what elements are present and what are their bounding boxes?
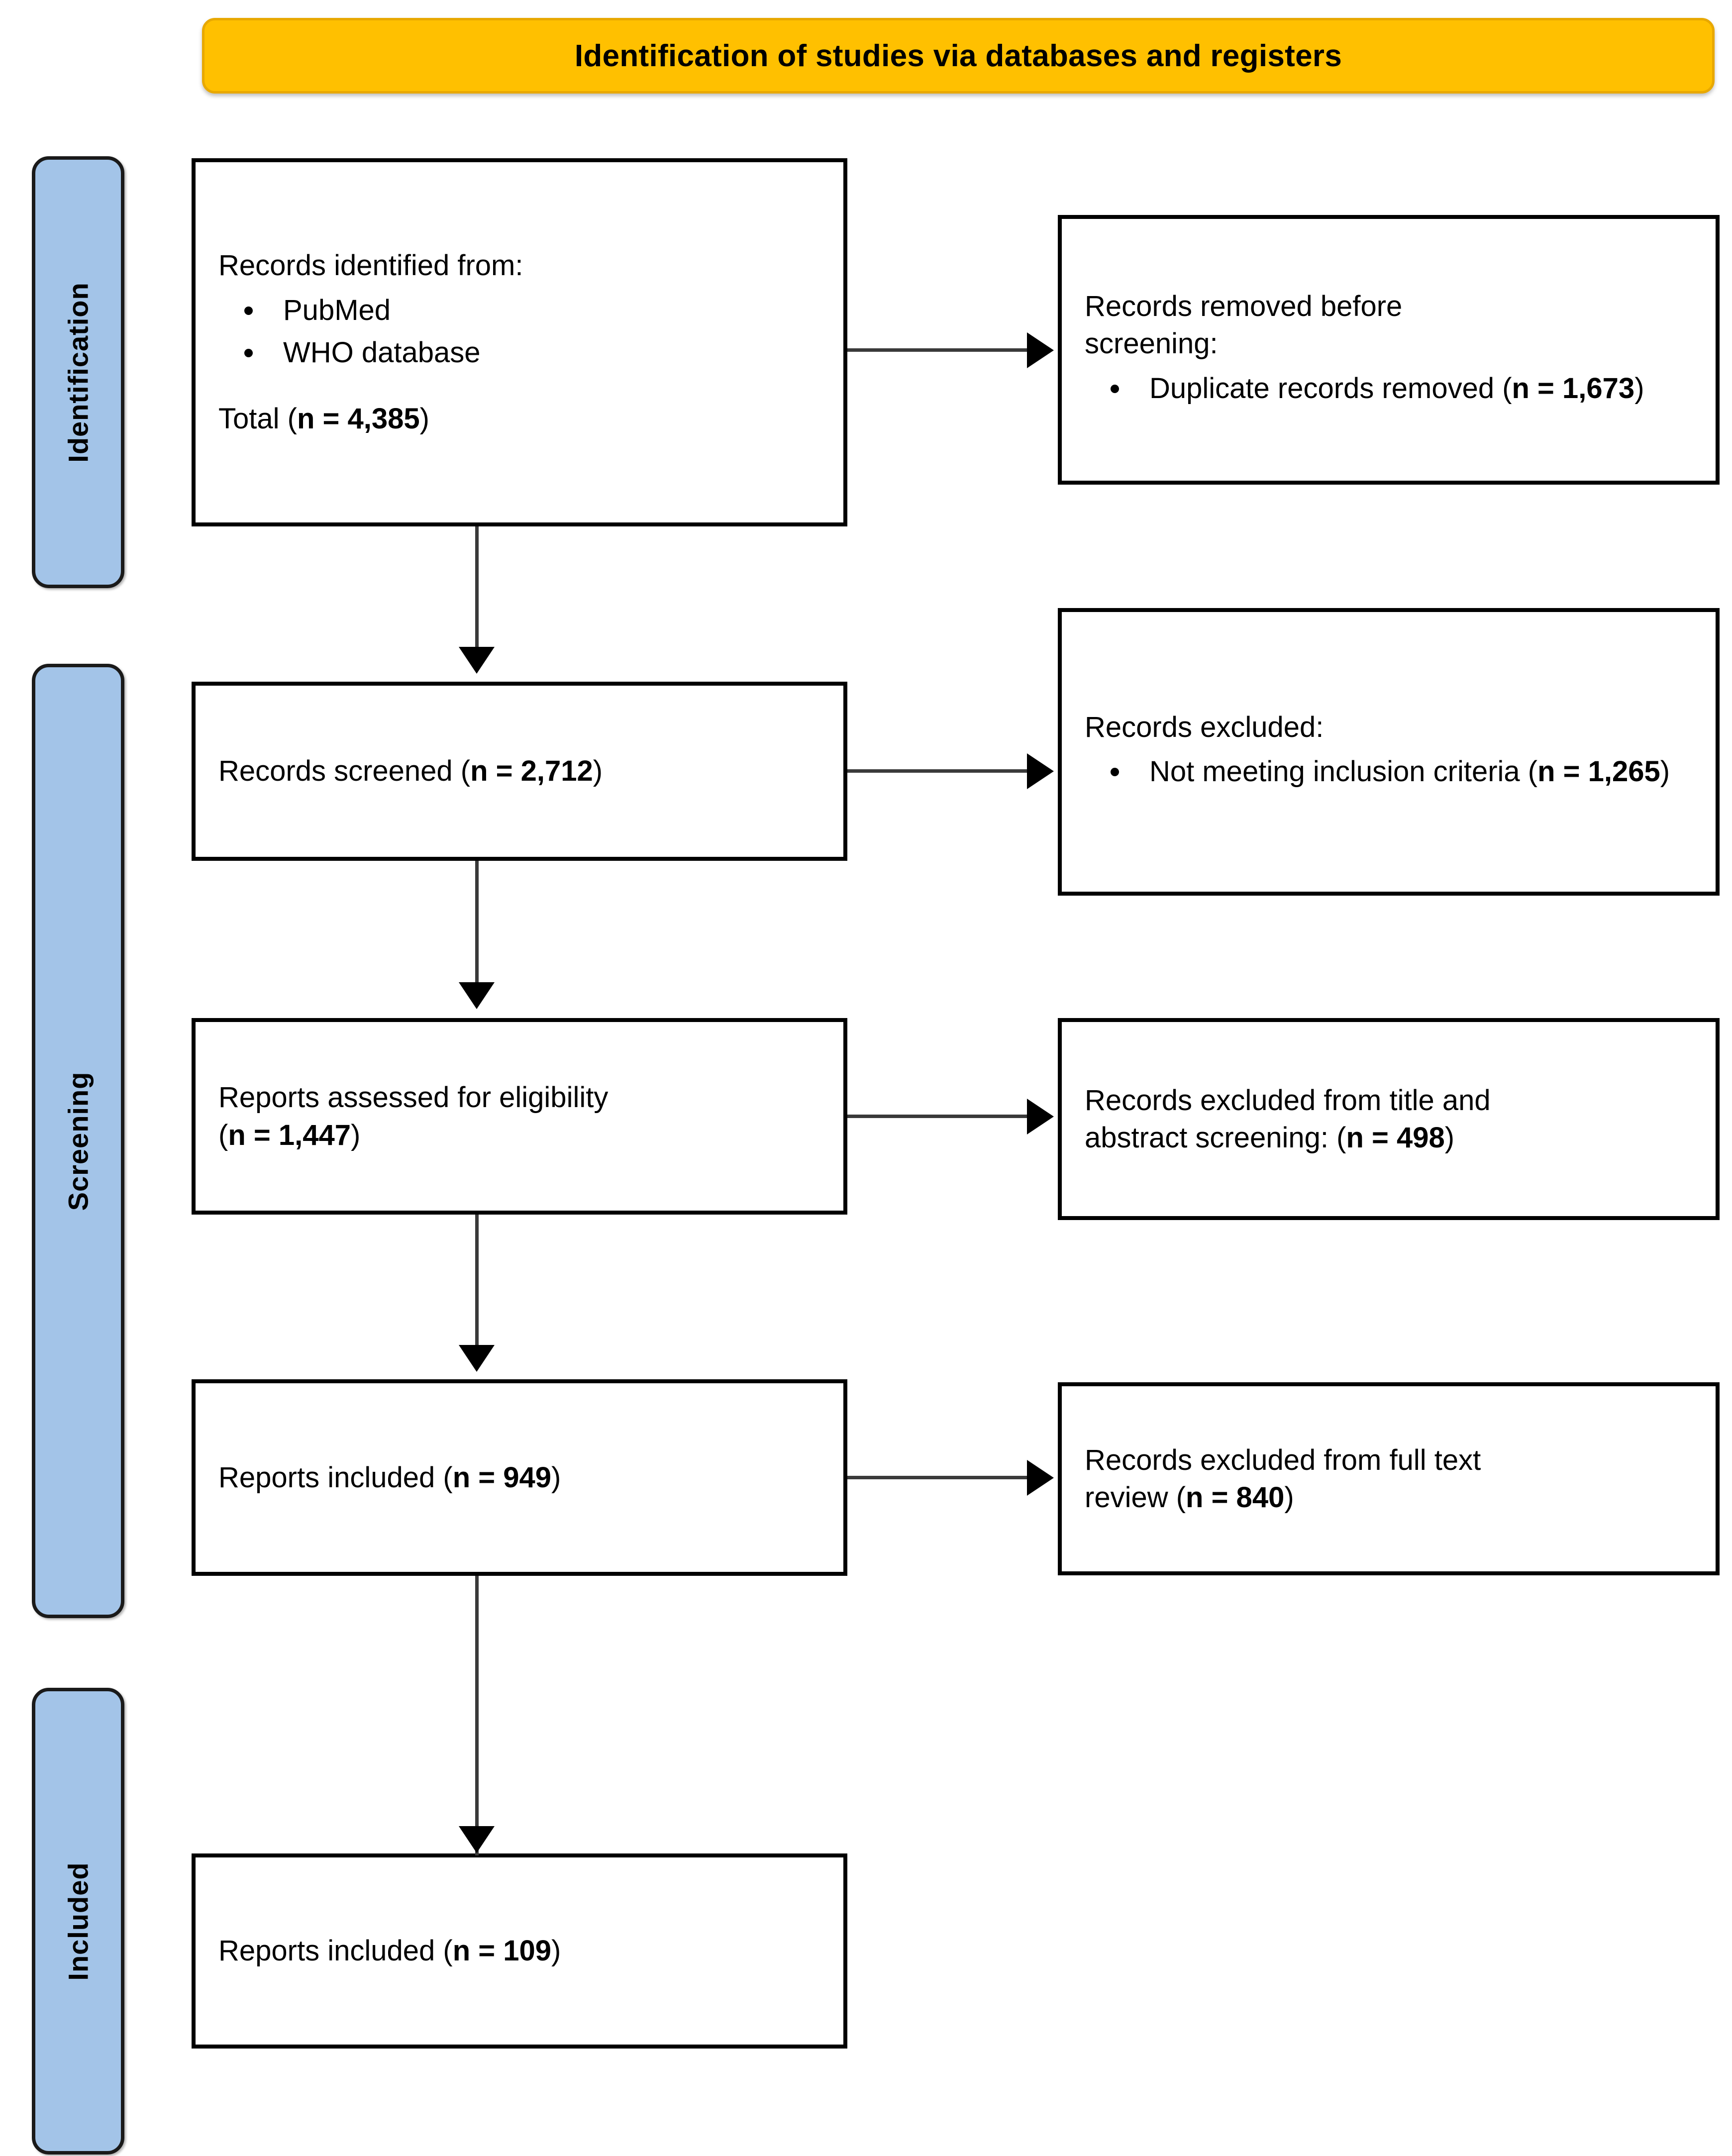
identified-total: Total (n = 4,385) [218, 400, 820, 437]
identified-source-list: PubMed WHO database [218, 292, 820, 377]
reports-included-value: n = 949 [452, 1461, 551, 1494]
box-reports-included: Reports included (n = 949) [192, 1379, 847, 1576]
spacer [218, 376, 820, 400]
diagram-title: Identification of studies via databases … [574, 38, 1342, 73]
stage-label-screening: Screening [32, 664, 124, 1618]
total-value: n = 4,385 [297, 403, 420, 435]
reason-value: n = 1,265 [1537, 755, 1660, 788]
excluded-title-prefix: abstract screening: ( [1085, 1122, 1346, 1154]
arrow-down-icon [459, 1345, 495, 1372]
eligibility-value: n = 1,447 [228, 1119, 351, 1151]
box-records-excluded: Records excluded: Not meeting inclusion … [1058, 608, 1720, 896]
reports-included-line: Reports included (n = 949) [218, 1459, 820, 1496]
connector-screened-to-excluded [847, 769, 1031, 773]
reason-suffix: ) [1634, 372, 1644, 405]
excluded-full-suffix: ) [1284, 1481, 1294, 1514]
reports-included-suffix: ) [551, 1461, 561, 1494]
connector-eligibility-to-reports-included [475, 1215, 479, 1353]
box-records-identified: Records identified from: PubMed WHO data… [192, 158, 847, 526]
list-item: PubMed [244, 292, 820, 329]
excluded-full-prefix: review ( [1085, 1481, 1186, 1514]
box-records-screened: Records screened (n = 2,712) [192, 682, 847, 861]
total-label: Total ( [218, 403, 297, 435]
excluded-title-value: n = 498 [1346, 1122, 1445, 1154]
final-included-line: Reports included (n = 109) [218, 1932, 820, 1969]
arrow-right-icon [1027, 753, 1054, 789]
connector-screened-to-eligibility [475, 861, 479, 991]
arrow-down-icon [459, 1826, 495, 1853]
screened-suffix: ) [593, 755, 603, 788]
excluded-title-suffix: ) [1444, 1122, 1455, 1154]
arrow-down-icon [459, 982, 495, 1009]
box-final-reports-included: Reports included (n = 109) [192, 1853, 847, 2049]
box-excluded-title-abstract: Records excluded from title and abstract… [1058, 1018, 1720, 1220]
diagram-header-banner: Identification of studies via databases … [202, 18, 1715, 94]
excluded-full-line2: review (n = 840) [1085, 1479, 1693, 1516]
arrow-right-icon [1027, 1460, 1054, 1496]
reason-value: n = 1,673 [1512, 372, 1635, 405]
eligibility-line2: (n = 1,447) [218, 1117, 820, 1154]
connector-eligibility-to-excluded-title [847, 1115, 1031, 1118]
box-heading: Records excluded: [1085, 711, 1324, 743]
list-item: Not meeting inclusion criteria (n = 1,26… [1111, 753, 1693, 790]
excluded-full-value: n = 840 [1186, 1481, 1285, 1514]
connector-identified-to-screened [475, 526, 479, 656]
box-reports-assessed-eligibility: Reports assessed for eligibility (n = 1,… [192, 1018, 847, 1215]
reason-text: Duplicate records removed ( [1149, 372, 1512, 405]
reason-text: Not meeting inclusion criteria ( [1149, 755, 1538, 788]
box-heading: Records identified from: [218, 249, 523, 282]
connector-reports-included-to-final [475, 1576, 479, 1855]
stage-label-text: Identification [62, 282, 94, 463]
final-included-suffix: ) [551, 1935, 561, 1967]
eligibility-suffix: ) [351, 1119, 361, 1151]
final-included-value: n = 109 [452, 1935, 551, 1967]
stage-label-identification: Identification [32, 156, 124, 588]
box-heading-line2: screening: [1085, 327, 1218, 360]
stage-label-text: Screening [62, 1071, 94, 1211]
screened-value: n = 2,712 [470, 755, 593, 788]
box-excluded-full-text: Records excluded from full text review (… [1058, 1382, 1720, 1575]
eligibility-line1: Reports assessed for eligibility [218, 1081, 609, 1114]
final-included-label: Reports included ( [218, 1935, 453, 1967]
list-item: WHO database [244, 334, 820, 371]
screened-label: Records screened ( [218, 755, 471, 788]
excluded-title-line1: Records excluded from title and [1085, 1084, 1491, 1117]
box-records-removed: Records removed before screening: Duplic… [1058, 215, 1720, 485]
connector-identified-to-removed [847, 348, 1031, 352]
arrow-right-icon [1027, 1099, 1054, 1134]
stage-label-text: Included [62, 1861, 94, 1981]
reports-included-label: Reports included ( [218, 1461, 453, 1494]
excluded-reason-list: Not meeting inclusion criteria (n = 1,26… [1085, 753, 1693, 795]
screened-line: Records screened (n = 2,712) [218, 752, 820, 790]
arrow-down-icon [459, 647, 495, 674]
eligibility-prefix: ( [218, 1119, 228, 1151]
reason-suffix: ) [1660, 755, 1670, 788]
box-heading-line1: Records removed before [1085, 290, 1403, 322]
removed-reason-list: Duplicate records removed (n = 1,673) [1085, 370, 1693, 412]
excluded-title-line2: abstract screening: (n = 498) [1085, 1119, 1693, 1156]
total-suffix: ) [419, 403, 429, 435]
excluded-full-line1: Records excluded from full text [1085, 1443, 1481, 1476]
arrow-right-icon [1027, 332, 1054, 368]
list-item: Duplicate records removed (n = 1,673) [1111, 370, 1693, 407]
connector-reports-included-to-excluded-full [847, 1476, 1031, 1479]
stage-label-included: Included [32, 1688, 124, 2155]
